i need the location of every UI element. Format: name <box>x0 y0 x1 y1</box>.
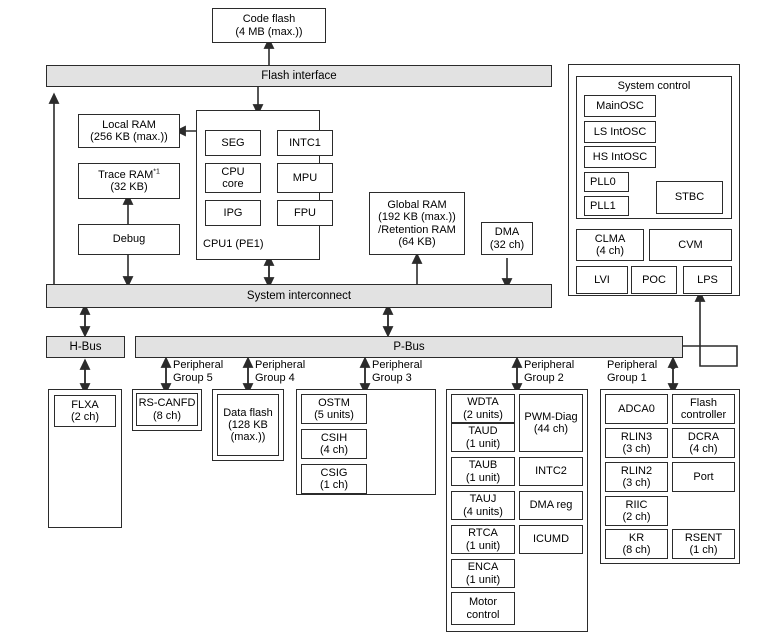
p-bus: P-Bus <box>135 336 683 358</box>
poc-block: POC <box>631 266 677 294</box>
lps-block: LPS <box>683 266 732 294</box>
flxa-block: FLXA (2 ch) <box>54 395 116 427</box>
hs-intosc-block: HS IntOSC <box>584 146 656 168</box>
csig-block: CSIG (1 ch) <box>301 464 367 494</box>
cpu-block-mpu: MPU <box>277 163 333 193</box>
peripheral-group-3-label: Peripheral Group 3 <box>372 359 423 384</box>
pll1-block: PLL1 <box>584 196 629 216</box>
cvm-block: CVM <box>649 229 732 261</box>
dcra-block: DCRA (4 ch) <box>672 428 735 458</box>
rlin3-block: RLIN3 (3 ch) <box>605 428 668 458</box>
data-flash-block: Data flash (128 KB (max.)) <box>217 394 279 456</box>
trace-ram-label: Trace RAM*1(32 KB) <box>98 168 160 193</box>
cpu1-caption: CPU1 (PE1) <box>203 238 264 250</box>
stbc-block: STBC <box>656 181 723 214</box>
flash-interface-bus: Flash interface <box>46 65 552 87</box>
riic-block: RIIC (2 ch) <box>605 496 668 526</box>
peripheral-group-2-label: Peripheral Group 2 <box>524 359 575 384</box>
dma-reg-block: DMA reg <box>519 491 583 520</box>
cpu-block-intc1: INTC1 <box>277 130 333 156</box>
adca0-block: ADCA0 <box>605 394 668 424</box>
enca-block: ENCA (1 unit) <box>451 559 515 588</box>
lvi-block: LVI <box>576 266 628 294</box>
icumd-block: ICUMD <box>519 525 583 554</box>
footnote-marker: *1 <box>153 168 160 176</box>
rlin2-block: RLIN2 (3 ch) <box>605 462 668 492</box>
tauj-block: TAUJ (4 units) <box>451 491 515 520</box>
pll0-block: PLL0 <box>584 172 629 192</box>
flash-controller-block: Flash controller <box>672 394 735 424</box>
global-ram-block: Global RAM (192 KB (max.)) /Retention RA… <box>369 192 465 255</box>
kr-block: KR (8 ch) <box>605 529 668 559</box>
system-interconnect-bus: System interconnect <box>46 284 552 308</box>
ostm-block: OSTM (5 units) <box>301 394 367 424</box>
ls-intosc-block: LS IntOSC <box>584 121 656 143</box>
cpu-block-seg: SEG <box>205 130 261 156</box>
peripheral-group-1-label: Peripheral Group 1 <box>607 359 658 384</box>
cpu-block-cpu-core: CPU core <box>205 163 261 193</box>
cpu-block-ipg: IPG <box>205 200 261 226</box>
rs-canfd-block: RS-CANFD (8 ch) <box>136 393 198 426</box>
rtca-block: RTCA (1 unit) <box>451 525 515 554</box>
peripheral-group-5-label: Peripheral Group 5 <box>173 359 224 384</box>
trace-ram-block: Trace RAM*1(32 KB) <box>78 163 180 199</box>
intc2-block: INTC2 <box>519 457 583 486</box>
rsent-block: RSENT (1 ch) <box>672 529 735 559</box>
system-control-title: System control <box>617 80 691 92</box>
peripheral-group-4-label: Peripheral Group 4 <box>255 359 306 384</box>
h-bus: H-Bus <box>46 336 125 358</box>
cpu-block-fpu: FPU <box>277 200 333 226</box>
mainosc-block: MainOSC <box>584 95 656 117</box>
taud-block: TAUD (1 unit) <box>451 423 515 452</box>
dma-block: DMA (32 ch) <box>481 222 533 255</box>
wdta-block: WDTA (2 units) <box>451 394 515 423</box>
port-block: Port <box>672 462 735 492</box>
clma-block: CLMA (4 ch) <box>576 229 644 261</box>
local-ram-block: Local RAM (256 KB (max.)) <box>78 114 180 148</box>
debug-block: Debug <box>78 224 180 255</box>
motor-control-block: Motor control <box>451 592 515 625</box>
taub-block: TAUB (1 unit) <box>451 457 515 486</box>
code-flash-block: Code flash (4 MB (max.)) <box>212 8 326 43</box>
csih-block: CSIH (4 ch) <box>301 429 367 459</box>
pwm-diag-block: PWM-Diag (44 ch) <box>519 394 583 452</box>
